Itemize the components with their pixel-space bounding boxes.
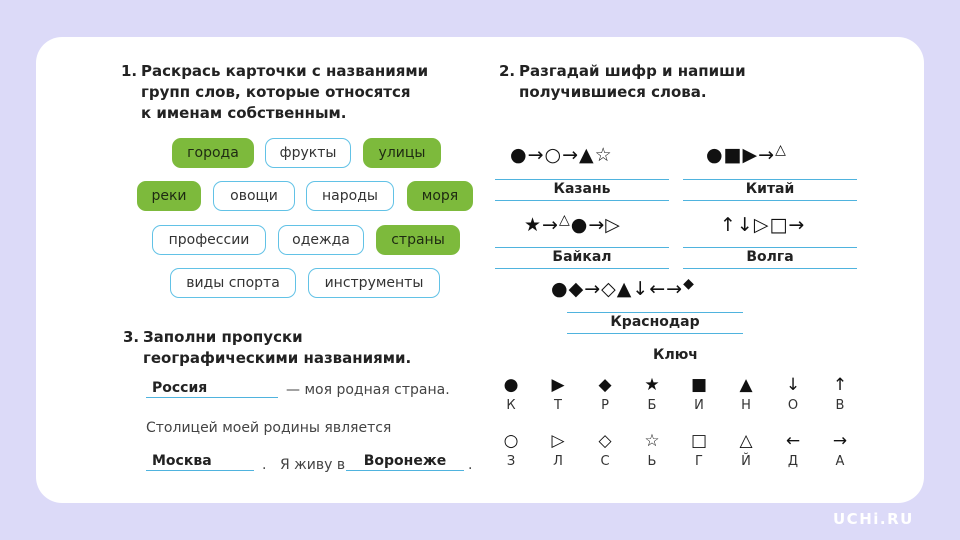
task2-heading: 2. Разгадай шифр и напиши получившиеся с… [499,61,746,103]
key-symbol-key_row1-3: ◆ [598,375,612,395]
cipher-3-answer[interactable]: Байкал [495,247,669,269]
word-card-7[interactable]: моря [407,181,473,211]
task3-heading: 3. Заполни пропуски географическими назв… [123,327,412,369]
cipher-3: ★→△●→▷ [524,212,621,236]
key-symbol-key_row1-5: ■ [690,375,708,395]
key-symbol-key_row1-6: ▲ [739,375,753,395]
key-title: Ключ [653,347,698,363]
cipher-5: ●◆→◇▲↓←→◆ [551,276,695,300]
key-letter-key_row2-5: Г [695,454,703,469]
key-symbol-key_row1-1: ● [503,375,519,395]
key-letter-key_row2-7: Д [787,454,799,469]
key-letter-key_row2-8: А [835,454,845,469]
task1-line-1: Раскрась карточки с названиями [141,62,429,80]
key-letter-key_row2-3: С [600,454,610,469]
key-letter-key_row2-6: Й [741,454,751,469]
cipher-1: ●→○→▲☆ [510,144,613,166]
fill-country[interactable]: Россия [146,380,278,398]
cipher-1-answer[interactable]: Казань [495,179,669,201]
key-letter-key_row2-4: Ь [647,454,657,469]
key-symbol-key_row2-1: ○ [503,431,519,451]
task1-number: 1. [121,62,138,80]
task1-line-2: групп слов, которые относятся [141,83,411,101]
key-symbol-key_row2-6: △ [739,431,753,451]
word-card-5[interactable]: овощи [213,181,295,211]
key-symbol-key_row2-4: ☆ [644,431,660,451]
key-symbol-key_row2-7: ← [785,431,801,451]
word-card-1[interactable]: города [172,138,254,168]
sentence-2-text: Столицей моей родины является [146,420,392,436]
task3-line-1: Заполни пропуски [143,328,303,346]
key-symbol-key_row2-3: ◇ [598,431,612,451]
cipher-2-answer[interactable]: Китай [683,179,857,201]
key-letter-key_row1-4: Б [647,398,657,413]
cipher-4-answer[interactable]: Волга [683,247,857,269]
key-letter-key_row1-3: Р [601,398,609,413]
sentence-3-text: Я живу в [280,457,346,473]
word-card-10[interactable]: страны [376,225,460,255]
task1-line-3: к именам собственным. [141,104,347,122]
word-card-2[interactable]: фрукты [265,138,351,168]
task2-line-1: Разгадай шифр и напиши [519,62,746,80]
key-letter-key_row1-7: О [787,398,799,413]
cipher-5-answer[interactable]: Краснодар [567,312,743,334]
word-card-11[interactable]: виды спорта [170,268,296,298]
task2-number: 2. [499,62,516,80]
task1-heading: 1. Раскрась карточки с названиями групп … [121,61,429,124]
key-letter-key_row1-8: В [835,398,845,413]
key-symbol-key_row2-8: → [832,431,848,451]
word-card-4[interactable]: реки [137,181,201,211]
word-card-9[interactable]: одежда [278,225,364,255]
key-symbol-key_row1-8: ↑ [832,375,848,395]
word-card-3[interactable]: улицы [363,138,441,168]
cipher-4: ↑↓▷□→ [720,214,806,236]
fill-capital[interactable]: Москва [146,453,254,471]
fill-city[interactable]: Воронеже [346,453,464,471]
sentence-3-period: . [468,457,473,473]
word-card-12[interactable]: инструменты [308,268,440,298]
key-symbol-key_row1-2: ▶ [551,375,565,395]
key-symbol-key_row1-4: ★ [644,375,660,395]
brand-logo: UCHi.RU [833,510,914,528]
task2-line-2: получившиеся слова. [519,83,707,101]
sentence-1-text: — моя родная страна. [286,382,450,398]
key-symbol-key_row1-7: ↓ [785,375,801,395]
key-letter-key_row1-6: Н [741,398,751,413]
key-letter-key_row1-2: Т [554,398,562,413]
key-symbol-key_row2-2: ▷ [551,431,565,451]
key-letter-key_row2-1: З [506,454,516,469]
cipher-2: ●■▶→△ [706,142,787,166]
word-card-8[interactable]: профессии [152,225,266,255]
task3-line-2: географическими названиями. [143,349,412,367]
task3-number: 3. [123,328,140,346]
key-symbol-key_row2-5: □ [690,431,708,451]
word-card-6[interactable]: народы [306,181,394,211]
sentence-2-period: . [262,457,267,473]
key-letter-key_row1-1: К [506,398,516,413]
key-letter-key_row2-2: Л [553,454,563,469]
key-letter-key_row1-5: И [694,398,704,413]
